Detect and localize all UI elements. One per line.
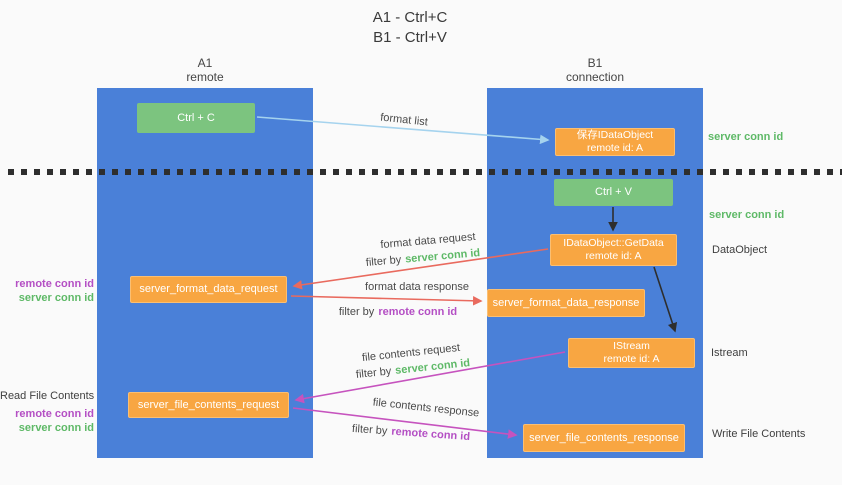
left-remote-conn-id-1: remote conn id — [15, 278, 94, 290]
edge-label-file-contents-response: file contents response — [372, 396, 480, 420]
edge-label-format-data-response: format data response — [365, 281, 469, 293]
title-line-2: B1 - Ctrl+V — [373, 29, 447, 46]
node-istream-line2: remote id: A — [603, 353, 660, 365]
node-save-idataobject-line1: 保存IDataObject — [576, 129, 654, 141]
filter-by-text: filter by — [355, 365, 392, 381]
node-server-format-data-request-label: server_format_data_request — [139, 283, 278, 295]
node-server-format-data-response-label: server_format_data_response — [492, 296, 640, 309]
node-server-format-data-request: server_format_data_request — [130, 276, 287, 303]
edge-label-format-list: format list — [379, 111, 429, 129]
node-ctrl-c-label: Ctrl + C — [177, 111, 215, 124]
side-label-read-file-contents: Read File Contents — [0, 390, 95, 402]
filter-by-text: filter by — [351, 422, 388, 438]
server-conn-id-text: server conn id — [394, 357, 471, 377]
left-conn-id-block-1: remote conn id server conn id — [0, 277, 94, 305]
diagram-title: A1 - Ctrl+C B1 - Ctrl+V — [330, 8, 490, 48]
side-label-dataobject: DataObject — [712, 244, 768, 256]
node-istream: IStream remote id: A — [568, 338, 695, 368]
node-ctrl-v-label: Ctrl + V — [595, 186, 632, 198]
lane-b1-subtitle: connection — [565, 70, 625, 84]
title-line-1: A1 - Ctrl+C — [372, 9, 448, 26]
node-save-idataobject-line2: remote id: A — [586, 142, 644, 154]
node-server-file-contents-request: server_file_contents_request — [128, 392, 289, 418]
node-server-file-contents-request-label: server_file_contents_request — [137, 398, 280, 411]
lane-header-b1: B1 connection — [487, 56, 703, 84]
node-ctrl-v: Ctrl + V — [554, 179, 673, 206]
session-divider-dotted-line — [8, 169, 842, 175]
side-label-istream: Istream — [711, 347, 748, 359]
remote-conn-id-text: remote conn id — [390, 425, 471, 444]
side-label-server-conn-id-top: server conn id — [708, 131, 784, 143]
node-save-idataobject: 保存IDataObject remote id: A — [555, 128, 675, 156]
lane-header-a1: A1 remote — [97, 56, 313, 84]
node-server-file-contents-response-label: server_file_contents_response — [529, 431, 679, 444]
filter-by-text: filter by — [338, 306, 375, 318]
node-server-format-data-response: server_format_data_response — [487, 289, 645, 317]
left-conn-id-block-2: remote conn id server conn id — [0, 407, 94, 435]
lane-a1-subtitle: remote — [186, 70, 224, 84]
left-server-conn-id-1: server conn id — [18, 292, 94, 304]
node-idataobject-getdata: IDataObject::GetData remote id: A — [550, 234, 677, 266]
lane-b1-name: B1 — [587, 56, 603, 70]
node-ctrl-c: Ctrl + C — [137, 103, 255, 133]
left-server-conn-id-2: server conn id — [18, 422, 94, 434]
node-istream-line1: IStream — [613, 340, 650, 352]
node-server-file-contents-response: server_file_contents_response — [523, 424, 685, 452]
server-conn-id-text: server conn id — [404, 247, 481, 266]
remote-conn-id-text: remote conn id — [378, 306, 458, 318]
node-idataobject-getdata-line1: IDataObject::GetData — [563, 237, 664, 249]
left-remote-conn-id-2: remote conn id — [15, 408, 94, 420]
node-idataobject-getdata-line2: remote id: A — [585, 250, 642, 262]
filter-by-text: filter by — [365, 253, 402, 269]
arrow-format-data-response — [290, 295, 483, 306]
side-label-server-conn-id-mid: server conn id — [709, 209, 785, 221]
lane-a1-name: A1 — [197, 56, 213, 70]
side-label-write-file-contents: Write File Contents — [712, 428, 806, 440]
